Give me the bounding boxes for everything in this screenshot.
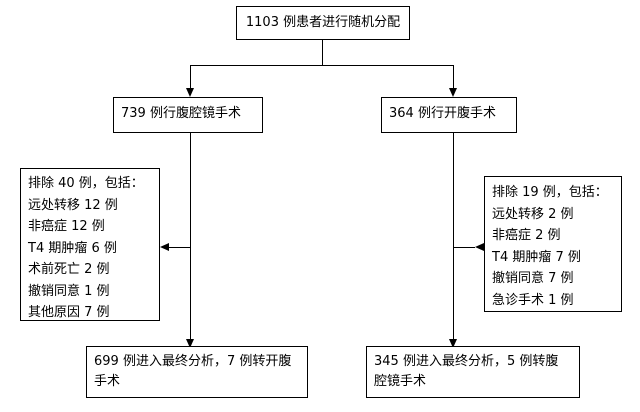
left-exclusion-item: T4 期肿瘤 6 例 [28,240,117,256]
randomization-label: 1103 例患者进行随机分配 [245,15,401,30]
left-exclusion-item: 撤销同意 1 例 [28,283,110,299]
left-exclusion-item: 术前死亡 2 例 [28,262,110,277]
left-exclusion-item: 远处转移 12 例 [28,197,118,213]
right-exclusion-item: 非癌症 2 例 [492,228,561,243]
connector-split [190,65,454,67]
arrow-to-right-final [449,339,457,348]
right-exclusion-item: T4 期肿瘤 7 例 [492,249,581,265]
connector-left-main [190,133,192,340]
left-exclusion-box: 排除 40 例，包括： 远处转移 12 例 非癌症 12 例 T4 期肿瘤 6 … [20,168,160,321]
connector-left-exclusion [168,247,190,249]
connector-right-down [453,65,455,90]
arrow-to-left-exclusion [160,243,169,251]
left-exclusion-item: 其他原因 7 例 [28,305,110,320]
right-final-line2: 腔镜手术 [374,374,427,389]
left-final-line1: 699 例进入最终分析，7 例转开腹 [94,354,292,369]
right-exclusion-item: 急诊手术 1 例 [492,292,574,308]
randomization-box: 1103 例患者进行随机分配 [236,6,410,40]
arrow-to-left-final [186,339,194,348]
connector-right-exclusion [453,247,475,249]
arrow-to-right-exclusion [475,243,484,251]
open-surgery-box: 364 例行开腹手术 [381,97,517,133]
left-final-analysis-box: 699 例进入最终分析，7 例转开腹 手术 [86,346,308,398]
connector-left-down [190,65,192,90]
right-final-line1: 345 例进入最终分析，5 例转腹 [374,354,559,369]
right-exclusion-item: 撤销同意 7 例 [492,271,574,286]
right-exclusion-item: 远处转移 2 例 [492,206,574,222]
right-exclusion-header: 排除 19 例，包括： [492,185,608,200]
arrow-to-laparoscopic [186,88,194,97]
left-final-line2: 手术 [94,374,121,389]
left-exclusion-item: 非癌症 12 例 [28,219,105,234]
laparoscopic-label: 739 例行腹腔镜手术 [121,106,241,121]
right-exclusion-box: 排除 19 例，包括： 远处转移 2 例 非癌症 2 例 T4 期肿瘤 7 例 … [484,176,622,312]
connector-top-down [322,40,324,66]
arrow-to-open [449,88,457,97]
left-exclusion-header: 排除 40 例，包括： [28,176,144,191]
open-surgery-label: 364 例行开腹手术 [389,106,496,121]
connector-right-main [453,133,455,340]
laparoscopic-box: 739 例行腹腔镜手术 [113,97,263,133]
right-final-analysis-box: 345 例进入最终分析，5 例转腹 腔镜手术 [366,346,580,398]
